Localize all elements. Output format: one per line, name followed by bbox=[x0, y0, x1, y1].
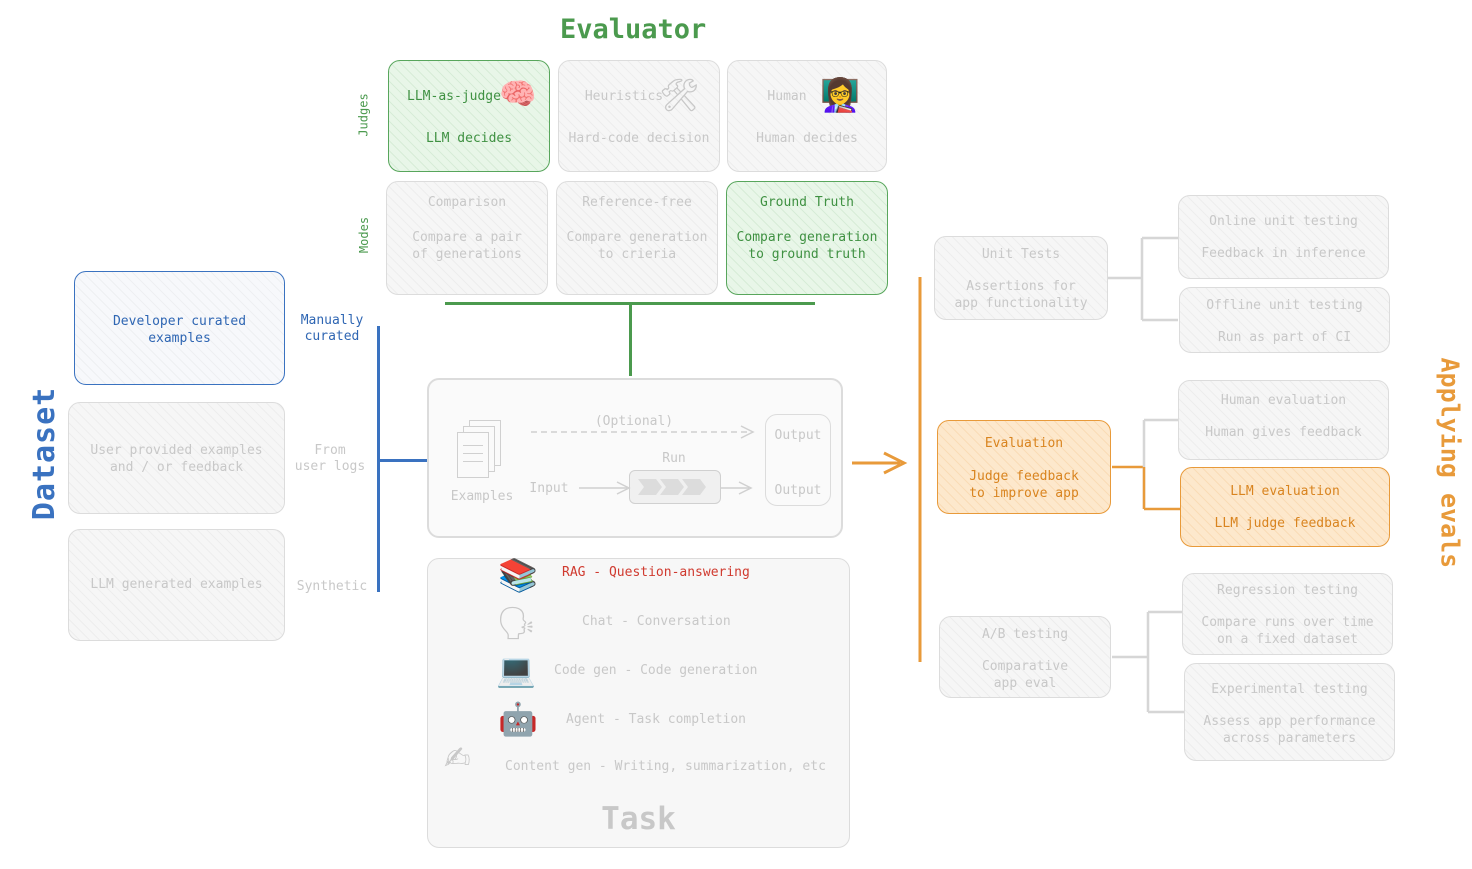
regression-testing-desc: Compare runs over time on a fixed datase… bbox=[1201, 615, 1374, 647]
dataset-developer-card: Developer curated examples bbox=[74, 271, 285, 385]
llm-evaluation-title: LLM evaluation bbox=[1230, 484, 1340, 499]
dataset-label-synthetic: Synthetic bbox=[296, 579, 368, 594]
evaluator-connector-line bbox=[629, 304, 632, 376]
laptop-icon: 💻 bbox=[496, 651, 536, 689]
mode-ground-truth-card: Ground Truth Compare generation to groun… bbox=[726, 181, 888, 295]
run-label: Run bbox=[662, 451, 686, 466]
offline-unit-title: Offline unit testing bbox=[1206, 298, 1363, 313]
offline-unit-card: Offline unit testing Run as part of CI bbox=[1179, 287, 1390, 353]
task-code-label: Code gen - Code generation bbox=[554, 663, 758, 678]
dataset-user-text: User provided examples and / or feedback bbox=[90, 443, 263, 475]
dataset-label-manual: Manually curated bbox=[300, 313, 364, 344]
judge-llm-title: LLM-as-judge bbox=[407, 89, 501, 104]
judge-human-desc: Human decides bbox=[756, 131, 858, 146]
task-content-label: Content gen - Writing, summarization, et… bbox=[505, 759, 826, 774]
task-panel: 📚 RAG - Question-answering 🗣 Chat - Conv… bbox=[427, 556, 850, 848]
judge-heuristics-desc: Hard-code decision bbox=[568, 131, 710, 146]
offline-unit-desc: Run as part of CI bbox=[1217, 330, 1352, 345]
task-rag-label: RAG - Question-answering bbox=[562, 565, 750, 580]
ab-testing-card: A/B testing Comparative app eval bbox=[939, 616, 1111, 698]
run-pipeline-icon bbox=[629, 470, 721, 504]
judge-heuristics-title: Heuristics bbox=[584, 89, 664, 104]
llm-evaluation-card: LLM evaluation LLM judge feedback bbox=[1180, 467, 1390, 547]
documents-icon bbox=[457, 420, 503, 484]
judge-llm-desc: LLM decides bbox=[425, 131, 513, 146]
mode-comparison-desc: Compare a pair of generations bbox=[412, 230, 522, 262]
llm-evaluation-desc: LLM judge feedback bbox=[1214, 516, 1356, 531]
dataset-bracket-line bbox=[377, 326, 380, 592]
brain-icon: 🧠 bbox=[499, 77, 537, 112]
dataset-connector-line bbox=[379, 459, 427, 462]
input-label: Input bbox=[529, 481, 569, 496]
mode-comparison-title: Comparison bbox=[427, 195, 507, 210]
ab-testing-desc: Comparative app eval bbox=[981, 659, 1069, 691]
mode-reference-free-desc: Compare generation to crieria bbox=[566, 230, 708, 262]
dataset-developer-text: Developer curated examples bbox=[112, 314, 247, 346]
regression-testing-title: Regression testing bbox=[1217, 583, 1358, 598]
run-panel: Examples (Optional) Input Run Output Out… bbox=[427, 378, 843, 538]
writing-hand-icon: ✍ bbox=[444, 739, 471, 777]
optional-label: (Optional) bbox=[594, 414, 674, 429]
books-icon: 📚 bbox=[498, 556, 538, 594]
evaluator-title: Evaluator bbox=[560, 14, 707, 45]
robot-icon: 🤖 bbox=[498, 700, 538, 738]
examples-label: Examples bbox=[450, 489, 514, 504]
evaluation-desc: Judge feedback to improve app bbox=[969, 469, 1079, 501]
online-unit-card: Online unit testing Feedback in inferenc… bbox=[1178, 195, 1389, 279]
judge-human-card: Human 👩‍🏫 Human decides bbox=[727, 60, 887, 172]
experimental-testing-title: Experimental testing bbox=[1211, 682, 1368, 697]
evaluation-card: Evaluation Judge feedback to improve app bbox=[937, 420, 1111, 514]
mode-ground-truth-desc: Compare generation to ground truth bbox=[736, 230, 878, 262]
experimental-testing-card: Experimental testing Assess app performa… bbox=[1184, 663, 1395, 761]
judge-llm-card: LLM-as-judge 🧠 LLM decides bbox=[388, 60, 550, 172]
ab-testing-title: A/B testing bbox=[981, 627, 1069, 642]
task-chat-label: Chat - Conversation bbox=[582, 614, 731, 629]
output-bottom-label: Output bbox=[774, 483, 822, 498]
judge-human-title: Human bbox=[767, 89, 807, 104]
unit-tests-card: Unit Tests Assertions for app functional… bbox=[934, 236, 1108, 320]
dataset-synthetic-card: LLM generated examples bbox=[68, 529, 285, 641]
speaking-head-icon: 🗣 bbox=[496, 604, 537, 642]
dataset-synthetic-text: LLM generated examples bbox=[90, 577, 263, 592]
task-agent-label: Agent - Task completion bbox=[566, 712, 747, 727]
online-unit-title: Online unit testing bbox=[1209, 214, 1358, 229]
human-evaluation-title: Human evaluation bbox=[1220, 393, 1347, 408]
applying-title: Applying evals bbox=[1435, 357, 1465, 569]
mode-reference-free-card: Reference-free Compare generation to cri… bbox=[556, 181, 718, 295]
evaluation-title: Evaluation bbox=[984, 436, 1064, 451]
regression-testing-card: Regression testing Compare runs over tim… bbox=[1182, 573, 1393, 655]
tools-icon: 🛠 bbox=[659, 76, 700, 114]
mode-comparison-card: Comparison Compare a pair of generations bbox=[386, 181, 548, 295]
dataset-label-logs: From user logs bbox=[294, 443, 366, 474]
experimental-testing-desc: Assess app performance across parameters bbox=[1203, 714, 1376, 746]
output-box: Output Output bbox=[765, 414, 831, 506]
dataset-user-card: User provided examples and / or feedback bbox=[68, 402, 285, 514]
mode-reference-free-title: Reference-free bbox=[582, 195, 692, 210]
judge-heuristics-card: Heuristics 🛠 Hard-code decision bbox=[558, 60, 720, 172]
human-evaluation-desc: Human gives feedback bbox=[1205, 425, 1362, 440]
human-evaluation-card: Human evaluation Human gives feedback bbox=[1178, 380, 1389, 460]
evaluator-bracket-line bbox=[445, 302, 815, 305]
teacher-icon: 👩‍🏫 bbox=[820, 76, 860, 114]
mode-ground-truth-title: Ground Truth bbox=[760, 195, 854, 210]
output-top-label: Output bbox=[774, 428, 822, 443]
online-unit-desc: Feedback in inference bbox=[1201, 246, 1366, 261]
unit-tests-title: Unit Tests bbox=[981, 247, 1061, 262]
unit-tests-desc: Assertions for app functionality bbox=[954, 279, 1088, 311]
